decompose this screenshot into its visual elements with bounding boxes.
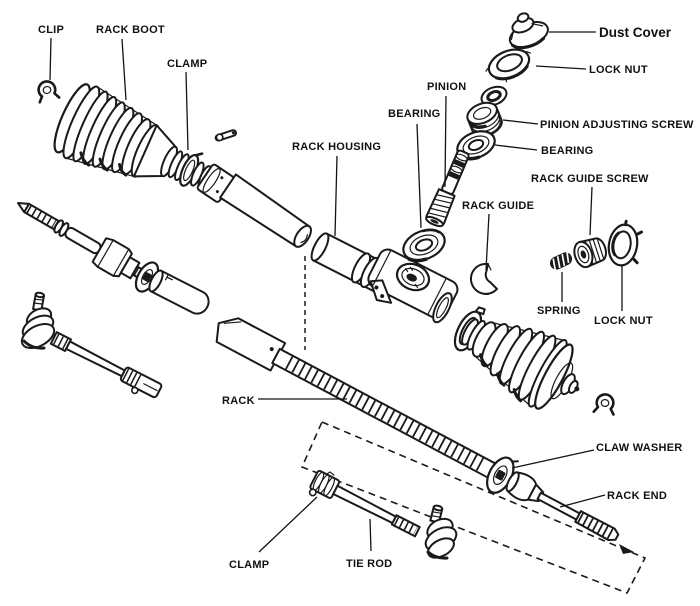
dashed-outline-box bbox=[300, 420, 647, 595]
rack-end-right bbox=[505, 471, 620, 542]
clip-right bbox=[592, 393, 615, 416]
lock-nut-right-part bbox=[607, 219, 644, 267]
spacer-cylinder bbox=[148, 269, 210, 315]
label-lock-nut-right: LOCK NUT bbox=[594, 315, 653, 327]
label-pinion-adjusting-screw: PINION ADJUSTING SCREW bbox=[540, 119, 694, 131]
label-pinion: PINION bbox=[427, 81, 466, 93]
label-tie-rod: TIE ROD bbox=[346, 558, 392, 570]
tie-rod-bottom-ball-joint bbox=[424, 504, 458, 560]
label-rack: RACK bbox=[222, 395, 255, 407]
tie-rod-bottom bbox=[308, 469, 421, 538]
rack-shaft bbox=[215, 317, 620, 542]
bearing-small-part bbox=[480, 85, 508, 107]
rack-boot-right bbox=[461, 318, 580, 410]
label-claw-washer: CLAW WASHER bbox=[596, 442, 682, 454]
insert-arrow bbox=[619, 544, 634, 554]
tie-rod-left bbox=[20, 291, 163, 399]
leader-lines bbox=[49, 31, 623, 553]
pinion-bore bbox=[395, 262, 431, 292]
label-rack-end: RACK END bbox=[607, 490, 667, 502]
label-bearing-upper: BEARING bbox=[388, 108, 440, 120]
label-clamp-top: CLAMP bbox=[167, 58, 207, 70]
boot-pin bbox=[214, 129, 237, 142]
lock-nut-upper-part bbox=[485, 48, 532, 83]
bearing-lower-part bbox=[402, 228, 446, 263]
pinion-shaft bbox=[425, 149, 470, 228]
label-clip: CLIP bbox=[38, 24, 64, 36]
label-rack-housing: RACK HOUSING bbox=[292, 141, 381, 153]
label-rack-guide: RACK GUIDE bbox=[462, 200, 534, 212]
label-rack-guide-screw: RACK GUIDE SCREW bbox=[531, 173, 649, 185]
rack-boot-left bbox=[53, 83, 212, 190]
dust-cover-part bbox=[508, 12, 549, 50]
clip-left bbox=[37, 80, 61, 104]
housing-tube-left bbox=[219, 173, 312, 248]
label-dust-cover: Dust Cover bbox=[599, 25, 672, 40]
label-rack-boot: RACK BOOT bbox=[96, 24, 165, 36]
label-spring: SPRING bbox=[537, 305, 581, 317]
label-lock-nut-upper: LOCK NUT bbox=[589, 64, 648, 76]
rack-guide-screw-part bbox=[573, 237, 607, 269]
label-bearing-lower: BEARING bbox=[541, 145, 593, 157]
label-clamp-bottom: CLAMP bbox=[229, 559, 269, 571]
rack-guide-part bbox=[469, 262, 498, 296]
spring-part bbox=[549, 252, 573, 270]
